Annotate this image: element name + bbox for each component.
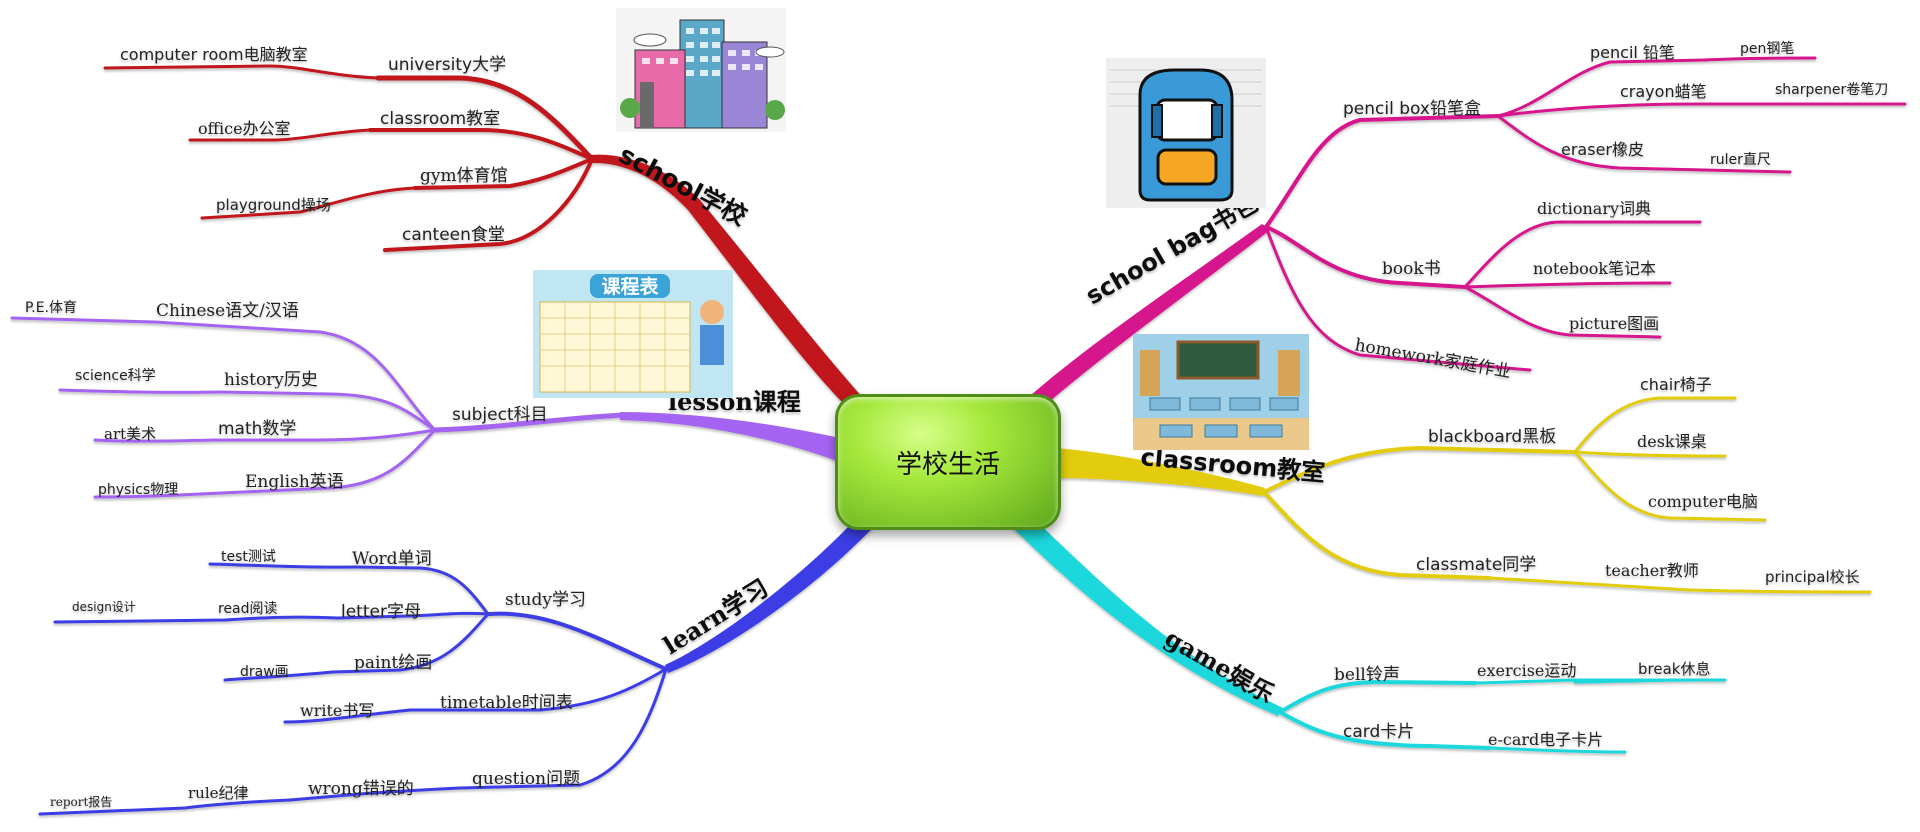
node-principal: principal校长	[1765, 568, 1860, 586]
classroom-illustration	[1133, 334, 1309, 450]
node-picture: picture图画	[1569, 314, 1659, 333]
branch-lesson: lesson课程 subject科目 Chinese语文/汉语 P.E.体育 h…	[10, 300, 840, 499]
node-canteen: canteen食堂	[402, 225, 505, 245]
node-physics: physics物理	[98, 482, 178, 498]
node-ecard: e-card电子卡片	[1488, 730, 1603, 749]
node-blackboard: blackboard黑板	[1428, 427, 1556, 447]
node-exercise: exercise运动	[1477, 661, 1576, 680]
node-computer: computer电脑	[1648, 492, 1758, 511]
branch-learn: learn学习 study学习 Word单词 test测试 letter字母 r…	[38, 512, 880, 816]
node-word: Word单词	[352, 549, 432, 569]
node-pencil-box: pencil box铅笔盒	[1343, 99, 1481, 119]
main-branch-lesson	[620, 412, 840, 462]
node-card: card卡片	[1343, 722, 1414, 742]
node-ruler: ruler直尺	[1710, 151, 1771, 168]
main-branch-school	[590, 154, 865, 405]
node-question: question问题	[472, 769, 580, 789]
branch-game: game娱乐 bell铃声 exercise运动 break休息 card卡片 …	[1005, 508, 1727, 754]
node-report: report报告	[50, 794, 112, 809]
node-art: art美术	[104, 425, 156, 443]
node-letter: letter字母	[341, 602, 421, 622]
node-sharpener: sharpener卷笔刀	[1775, 82, 1888, 98]
node-book: book书	[1382, 259, 1441, 279]
node-teacher: teacher教师	[1605, 561, 1699, 580]
center-title: 学校生活	[895, 449, 1000, 480]
branch-school: school学校 university大学 computer room电脑教室 …	[103, 45, 865, 405]
school-building-illustration	[616, 8, 786, 132]
main-branch-classroom	[1055, 448, 1265, 496]
timetable-title: 课程表	[601, 275, 659, 298]
center-node: 学校生活	[835, 394, 1061, 530]
node-subject: subject科目	[452, 405, 548, 425]
node-english: English英语	[245, 472, 344, 492]
node-science: science科学	[75, 368, 156, 384]
node-math: math数学	[218, 419, 296, 439]
branch-label-school: school学校	[614, 140, 752, 232]
main-branch-learn	[665, 512, 880, 673]
node-office: office办公室	[198, 119, 291, 138]
node-dictionary: dictionary词典	[1537, 199, 1651, 218]
node-rule: rule纪律	[188, 784, 249, 802]
backpack-illustration	[1106, 58, 1266, 208]
node-desk: desk课桌	[1637, 432, 1707, 451]
node-history: history历史	[224, 370, 318, 390]
node-homework: homework家庭作业	[1353, 335, 1513, 382]
branch-label-game: game娱乐	[1160, 623, 1279, 709]
node-bell: bell铃声	[1334, 665, 1400, 685]
node-computer-room: computer room电脑教室	[120, 45, 308, 64]
node-classroom: classroom教室	[380, 109, 500, 129]
node-chinese: Chinese语文/汉语	[156, 301, 299, 321]
node-university: university大学	[388, 55, 506, 75]
node-read: read阅读	[218, 600, 278, 617]
node-test: test测试	[221, 549, 276, 565]
node-timetable: timetable时间表	[440, 693, 573, 713]
node-notebook: notebook笔记本	[1533, 259, 1656, 278]
node-crayon: crayon蜡笔	[1620, 82, 1707, 101]
node-break: break休息	[1638, 660, 1710, 678]
node-gym: gym体育馆	[420, 166, 508, 186]
timetable-illustration: 课程表	[533, 270, 733, 398]
main-branch-schoolbag	[1020, 224, 1270, 410]
branch-classroom: classroom教室 blackboard黑板 chair椅子 desk课桌 …	[1055, 375, 1872, 594]
node-design: design设计	[72, 600, 136, 614]
node-playground: playground操场	[216, 196, 331, 214]
node-write: write书写	[300, 701, 374, 720]
node-pencil: pencil 铅笔	[1590, 43, 1675, 62]
node-wrong: wrong错误的	[308, 779, 414, 799]
node-pen: pen钢笔	[1740, 41, 1794, 57]
main-branch-game	[1005, 508, 1283, 716]
node-study: study学习	[505, 590, 586, 610]
node-classmate: classmate同学	[1416, 555, 1536, 575]
node-eraser: eraser橡皮	[1561, 140, 1644, 159]
node-chair: chair椅子	[1640, 375, 1712, 394]
node-draw: draw画	[240, 664, 289, 680]
node-pe: P.E.体育	[25, 300, 77, 316]
node-paint: paint绘画	[354, 653, 432, 673]
